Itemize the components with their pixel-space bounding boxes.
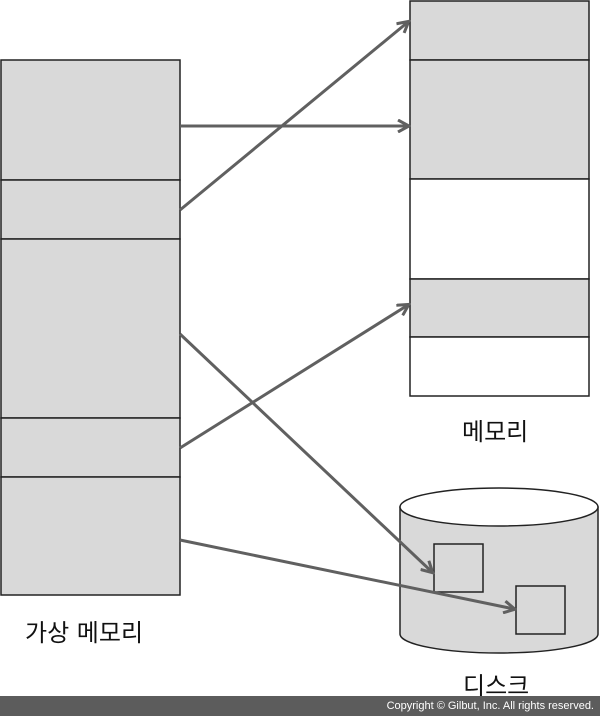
virtual-memory-label: 가상 메모리 <box>25 619 144 647</box>
arrow-page2-to-frame1 <box>179 22 408 212</box>
disk-block-2 <box>515 585 566 635</box>
virtual-page-4 <box>0 417 181 478</box>
physical-memory-column <box>409 0 590 397</box>
virtual-page-5 <box>0 476 181 596</box>
memory-frame-2 <box>409 59 590 180</box>
arrow-page5-to-disk-block-2 <box>179 538 514 609</box>
memory-frame-1 <box>409 0 590 61</box>
copyright-footer: Copyright © Gilbut, Inc. All rights rese… <box>0 696 600 716</box>
memory-frame-5 <box>409 336 590 397</box>
disk-block-1 <box>433 543 484 593</box>
virtual-page-2 <box>0 179 181 240</box>
virtual-page-3 <box>0 238 181 419</box>
arrow-page3-to-disk-block-1 <box>178 332 432 572</box>
memory-frame-3 <box>409 178 590 280</box>
disk-cylinder <box>399 487 599 654</box>
virtual-memory-column <box>0 59 181 596</box>
disk-body <box>399 506 599 654</box>
paging-diagram <box>0 0 599 654</box>
memory-label: 메모리 <box>462 418 529 446</box>
virtual-page-1 <box>0 59 181 181</box>
memory-frame-4 <box>409 278 590 338</box>
arrow-page4-to-frame4 <box>179 305 408 450</box>
disk-label: 디스크 <box>463 672 530 700</box>
copyright-text: Copyright © Gilbut, Inc. All rights rese… <box>386 700 594 712</box>
disk-top <box>399 487 599 527</box>
mapping-arrows <box>178 22 514 609</box>
